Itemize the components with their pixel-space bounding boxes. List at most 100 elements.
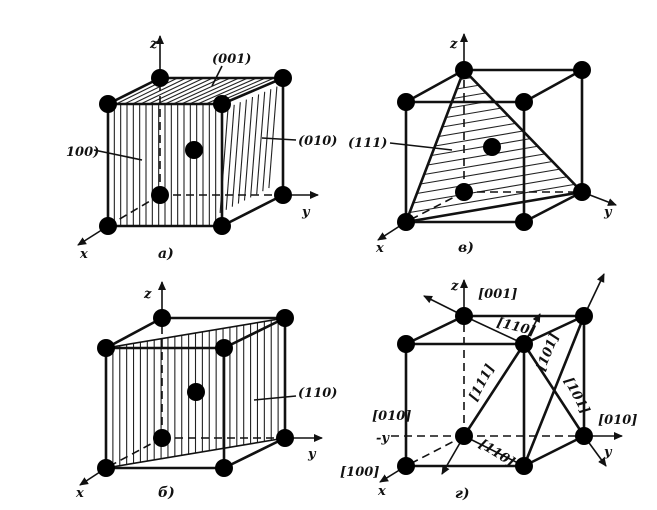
body-center-atom — [483, 138, 501, 156]
atom — [213, 95, 231, 113]
atom — [515, 213, 533, 231]
leader-110 — [253, 395, 297, 401]
z-axis-label: z — [450, 279, 459, 294]
y-axis-label: y — [603, 205, 613, 220]
hatch-line — [445, 107, 501, 119]
atom — [455, 427, 473, 445]
hatch-line — [231, 102, 241, 207]
hatch-line — [427, 145, 538, 166]
neg-y-axis-label: -y — [376, 431, 390, 446]
direction-label-110-top: [110] — [495, 315, 537, 339]
atom — [455, 61, 473, 79]
atom — [397, 213, 415, 231]
hatch-line — [124, 77, 178, 105]
hatch-line — [413, 176, 568, 204]
hatch-line — [262, 89, 272, 192]
atom — [99, 217, 117, 235]
front-face-edges — [404, 342, 526, 468]
direction-101-b — [522, 342, 586, 438]
x-axis-label: x — [377, 484, 386, 499]
plane-110-outline — [105, 317, 286, 469]
panel-v-sublabel: в) — [458, 240, 474, 256]
hatch-line — [164, 77, 222, 105]
atom — [276, 309, 294, 327]
direction-111 — [462, 342, 526, 438]
atom — [97, 459, 115, 477]
hidden-edges — [107, 78, 283, 227]
atom — [397, 93, 415, 111]
plane-111-outline — [403, 67, 585, 224]
hatch-line — [243, 96, 254, 201]
plane-label-100: 100) — [66, 145, 99, 160]
hatch-line — [140, 77, 196, 105]
atom — [274, 69, 292, 87]
hatch-line — [148, 77, 205, 105]
atom — [153, 309, 171, 327]
hatch-line — [409, 183, 575, 214]
direction-label-010-left: [010] — [372, 409, 411, 424]
y-axis-label: y — [307, 447, 317, 462]
atom — [515, 335, 533, 353]
z-axis-label: z — [449, 37, 458, 52]
atom — [153, 429, 171, 447]
hatch-line — [424, 153, 546, 176]
hatch-line — [250, 94, 260, 198]
panel-a: z y x (001) 100) (010) а) — [66, 35, 337, 262]
atom — [515, 457, 533, 475]
atom — [151, 186, 169, 204]
hatch-line — [456, 84, 479, 90]
x-axis-label: x — [75, 486, 84, 501]
panel-g-sublabel: г) — [455, 486, 470, 502]
direction-label-101-b: [101] — [560, 375, 592, 417]
panel-v: z y x (111) в) — [348, 33, 617, 256]
hatch-line — [442, 115, 509, 128]
hatch-line — [189, 77, 249, 105]
plane-label-001: (001) — [212, 52, 251, 67]
atom — [397, 457, 415, 475]
hatch-line — [237, 99, 247, 204]
hatch-line — [197, 77, 257, 105]
hatch-line — [420, 160, 553, 185]
leader-100 — [93, 149, 143, 161]
hatch-line — [181, 77, 240, 105]
panel-a-sublabel: а) — [158, 246, 174, 262]
atom — [455, 183, 473, 201]
atom — [573, 183, 591, 201]
panel-b: z y x (110) б) — [75, 281, 337, 501]
atom — [151, 69, 169, 87]
hatch-line — [268, 86, 278, 189]
direction-label-111: [111] — [466, 362, 498, 404]
plane-100-hatching — [113, 104, 217, 226]
hatch-line — [431, 138, 531, 157]
atom — [573, 61, 591, 79]
atom — [99, 95, 117, 113]
hatch-line — [256, 91, 266, 195]
leader-001 — [211, 65, 223, 87]
plane-010-hatching — [219, 86, 278, 213]
y-axis-label: y — [301, 205, 311, 220]
body-center-atom — [185, 141, 203, 159]
atom — [97, 339, 115, 357]
hatch-line — [172, 77, 231, 105]
leader-010 — [261, 137, 297, 141]
atom — [213, 217, 231, 235]
atom — [215, 339, 233, 357]
plane-label-111: (111) — [348, 136, 387, 151]
atom — [455, 307, 473, 325]
plane-001-hatching — [115, 77, 275, 105]
atom — [515, 93, 533, 111]
z-axis-label: z — [143, 287, 152, 302]
direction-label-010-right: [010] — [598, 413, 637, 428]
y-axis-label: y — [603, 445, 613, 460]
atom — [575, 307, 593, 325]
body-center-atom — [187, 383, 205, 401]
hatch-line — [438, 122, 516, 138]
x-axis-label: x — [375, 241, 384, 256]
direction-110-top — [463, 315, 525, 345]
hidden-edges — [105, 318, 285, 469]
atom — [397, 335, 415, 353]
atom — [276, 429, 294, 447]
hatch-line — [434, 130, 524, 147]
